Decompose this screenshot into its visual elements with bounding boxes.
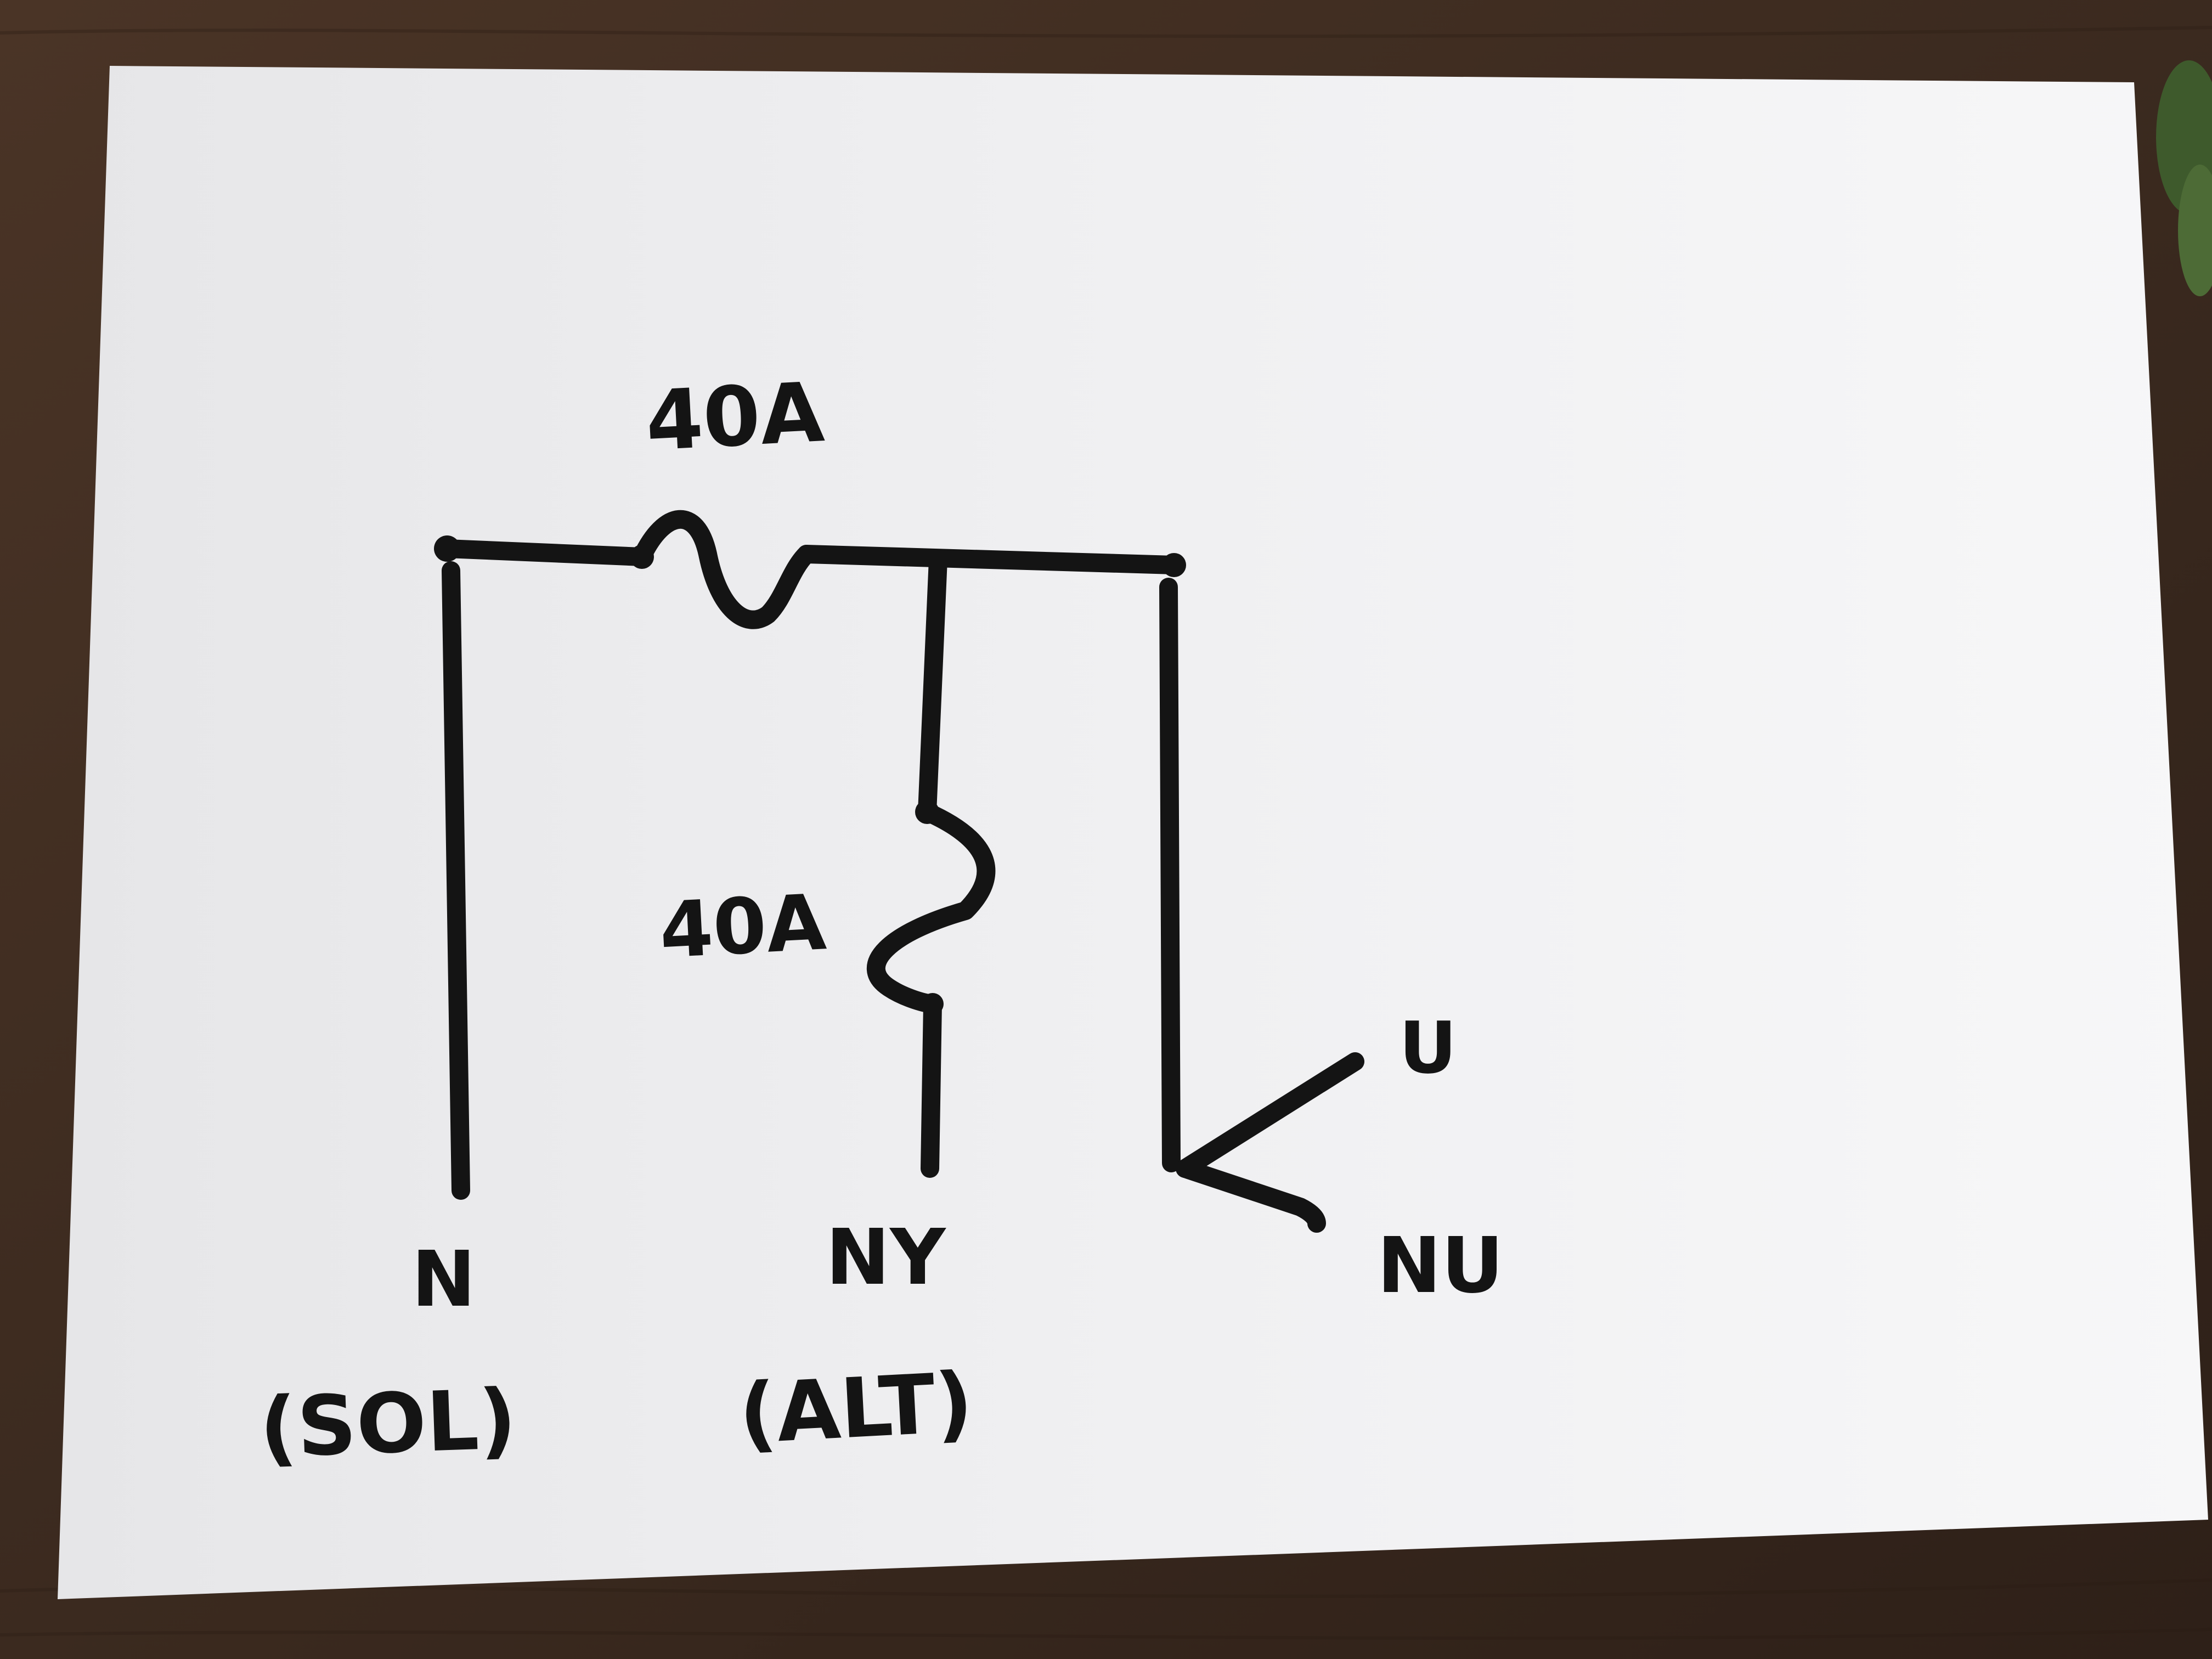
junction-dot-top-right [1162,553,1186,577]
switch-arm-lower [1176,1159,1326,1233]
circuit-wiring [438,510,1364,1233]
junction-dots [434,535,1186,1015]
junction-dot-fuse-middle-top [915,800,939,824]
top-fuse-label: 40A [644,365,827,470]
top-bus-right-wire [797,545,1183,574]
terminal-NY-label: NY [826,1213,946,1302]
paper-sheet [58,66,2208,1599]
switch-upper-label: U [1399,1006,1457,1090]
terminal-N-label: N [411,1235,476,1324]
middle-fuse-symbol [866,803,996,1013]
wire-to-N [442,561,470,1200]
wire-to-switch [1159,578,1181,1172]
switch-arm-upper [1176,1052,1364,1178]
junction-dot-fuse-middle-bottom [922,993,944,1015]
switch-lower-label: NU [1377,1221,1504,1311]
middle-fuse-label: 40A [657,878,828,976]
junction-dot-top-left [434,535,460,562]
terminal-N-sub-label: (SOL) [258,1372,518,1476]
terminal-NY-sub-label: (ALT) [737,1355,975,1463]
junction-dot-fuse-left [630,545,654,569]
plant-leaves [2156,60,2212,296]
top-bus-left-wire [438,539,651,566]
wire-junction-to-fuse [918,550,947,821]
top-fuse-symbol [633,510,816,629]
wire-to-NY [921,995,942,1178]
